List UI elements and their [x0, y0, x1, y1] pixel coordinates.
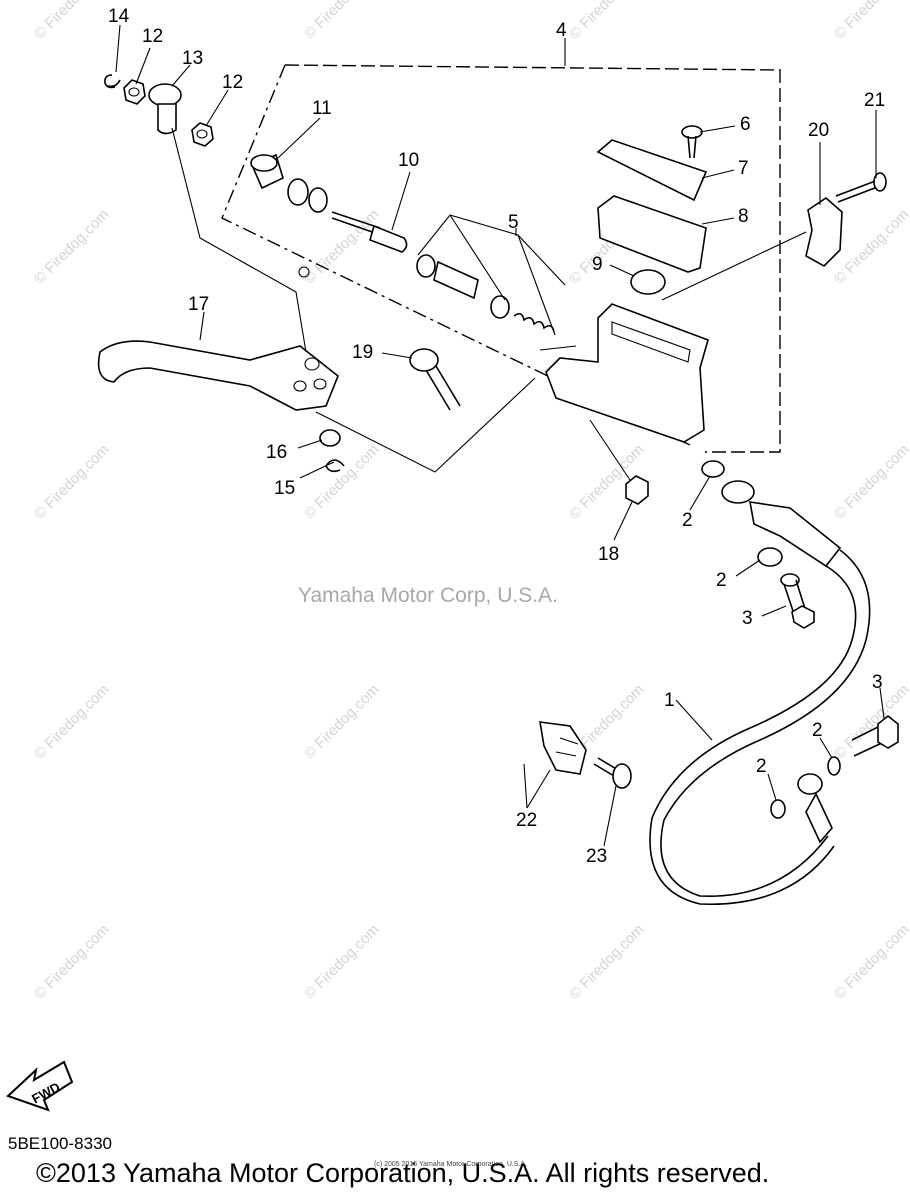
- part-label-21: 21: [864, 90, 885, 111]
- watermark-text: © Firedog.com: [831, 921, 910, 1003]
- bracket-20-icon: [805, 196, 843, 267]
- fwd-arrow-icon: FWD: [6, 1060, 74, 1112]
- push-rod-10-icon: [331, 211, 408, 253]
- diagram-code: 5BE100-8330: [8, 1134, 112, 1153]
- washer-icon: [308, 187, 328, 213]
- nut-18-icon: [625, 475, 649, 505]
- part-label-10: 10: [398, 150, 419, 171]
- clutch-hose-1-icon: [649, 480, 871, 906]
- assembly-outline: [284, 64, 781, 453]
- washer-16-icon: [319, 429, 341, 447]
- washer-2a-icon: [701, 460, 725, 478]
- circlip-icon: [287, 178, 309, 206]
- part-label-12: 12: [222, 72, 243, 93]
- small-copyright: (c) 2005 2016 Yamaha Motor Corporation, …: [374, 1161, 528, 1168]
- pivot-bolt-13-icon: [148, 83, 182, 135]
- part-label-2: 2: [812, 720, 823, 741]
- part-label-8: 8: [738, 206, 749, 227]
- reservoir-cap-7-icon: [596, 139, 708, 202]
- screw-23-icon: [593, 757, 632, 789]
- part-label-2: 2: [756, 756, 767, 777]
- part-label-2: 2: [682, 510, 693, 531]
- copyright-notice: ©2013 Yamaha Motor Corporation, U.S.A. A…: [36, 1158, 770, 1188]
- watermark-text: © Firedog.com: [301, 921, 383, 1003]
- watermark-group: © Firedog.com © Firedog.com © Firedog.com ©…: [31, 0, 910, 1003]
- washer-2c-icon: [827, 756, 841, 776]
- part-label-1: 1: [664, 690, 675, 711]
- assembly-outline-left: [221, 64, 691, 446]
- clutch-lever-17-icon: [97, 340, 339, 411]
- leader-lines: [115, 24, 885, 847]
- nut-12b-icon: [191, 122, 214, 147]
- part-label-9: 9: [592, 254, 603, 275]
- nut-12-icon: [123, 79, 146, 105]
- watermark-text: © Firedog.com: [301, 441, 383, 523]
- part-label-4: 4: [556, 20, 567, 41]
- union-bolt-3b-icon: [851, 714, 899, 757]
- washer-2d-icon: [770, 799, 786, 819]
- clip-14-icon: [104, 74, 121, 89]
- watermark-text: © Firedog.com: [831, 206, 910, 288]
- hose-clamp-22-icon: [539, 721, 587, 775]
- watermark-text: © Firedog.com: [31, 206, 113, 288]
- part-label-6: 6: [740, 114, 751, 135]
- watermark-text: © Firedog.com: [31, 921, 113, 1003]
- part-label-2: 2: [716, 570, 727, 591]
- part-label-20: 20: [808, 120, 829, 141]
- float-9-icon: [630, 269, 666, 295]
- center-watermark: Yamaha Motor Corp, U.S.A.: [298, 584, 558, 607]
- part-label-5: 5: [508, 212, 519, 233]
- part-label-19: 19: [352, 342, 373, 363]
- piston-kit-bracket: [417, 214, 566, 336]
- small-ring-icon: [298, 266, 310, 278]
- watermark-text: © Firedog.com: [566, 921, 648, 1003]
- part-label-11: 11: [312, 98, 332, 119]
- part-label-16: 16: [266, 442, 287, 463]
- watermark-text: © Firedog.com: [301, 681, 383, 763]
- part-label-23: 23: [586, 846, 607, 867]
- part-label-7: 7: [738, 158, 749, 179]
- part-label-22: 22: [516, 810, 537, 831]
- bolt-21-icon: [835, 172, 887, 203]
- part-label-17: 17: [188, 294, 209, 315]
- watermark-text: © Firedog.com: [831, 441, 910, 523]
- screw-6-icon: [681, 125, 703, 159]
- part-label-3: 3: [742, 608, 753, 629]
- dust-boot-11-icon: [250, 153, 284, 190]
- watermark-text: © Firedog.com: [31, 681, 113, 763]
- watermark-text: © Firedog.com: [831, 0, 910, 43]
- part-label-18: 18: [598, 544, 619, 565]
- pivot-bolt-19-icon: [409, 348, 461, 411]
- watermark-text: © Firedog.com: [301, 0, 383, 43]
- washer-2b-icon: [757, 547, 783, 567]
- union-bolt-3a-icon: [780, 573, 815, 629]
- watermark-text: © Firedog.com: [831, 681, 910, 763]
- master-cylinder-body-icon: [545, 303, 709, 443]
- watermark-text: © Firedog.com: [31, 441, 113, 523]
- part-label-15: 15: [274, 478, 295, 499]
- watermark-text: © Firedog.com: [31, 0, 113, 43]
- part-label-3: 3: [872, 672, 883, 693]
- diaphragm-8-icon: [597, 195, 707, 273]
- piston-kit-5-icon: [416, 254, 555, 333]
- watermark-text: © Firedog.com: [566, 0, 648, 43]
- part-label-14: 14: [108, 6, 130, 27]
- part-label-12: 12: [142, 26, 163, 47]
- part-label-13: 13: [182, 48, 203, 69]
